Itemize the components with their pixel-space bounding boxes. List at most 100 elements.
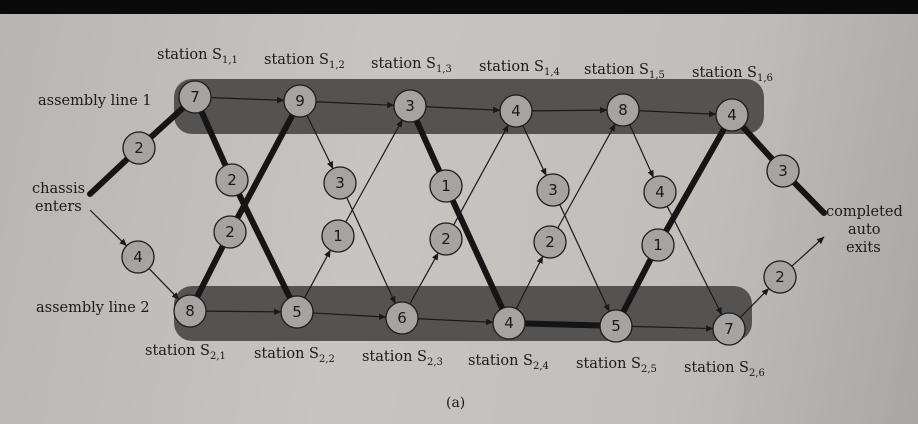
transfer-node-1-to-2-5-circle	[643, 175, 677, 209]
station-node-s1-6-value: 4	[727, 106, 737, 124]
transfer-1-to-2-in-4	[522, 125, 547, 176]
completed-auto-exits-label-3: exits	[846, 240, 881, 256]
transfer-1-to-2-out-1	[236, 191, 293, 301]
station-node-s2-4-value: 4	[504, 314, 514, 332]
station-node-s1-4: 4	[499, 94, 533, 128]
transfer-node-1-to-2-3-circle	[429, 169, 463, 203]
station-node-s2-1-value: 8	[185, 302, 195, 320]
entry-time-line-2: 4	[121, 240, 155, 274]
transfer-2-to-1-out-2	[345, 119, 403, 223]
station-node-s1-6: 4	[715, 98, 749, 132]
station-node-s2-6: 7	[712, 312, 746, 346]
transfer-node-2-to-1-5-circle	[641, 228, 675, 262]
transfer-node-1-to-2-4-circle	[536, 173, 570, 207]
line-2-edge-4	[521, 320, 604, 329]
transfer-node-1-to-2-2-value: 3	[335, 174, 345, 192]
chassis-enters-label-1: chassis	[32, 181, 85, 197]
station-node-s1-3-circle	[393, 89, 427, 123]
station-node-s1-3: 3	[393, 89, 427, 123]
line-1-edge-4	[531, 107, 608, 114]
assembly-line-1-label: assembly line 1	[38, 93, 152, 109]
station-node-s1-5: 8	[606, 93, 640, 127]
exit-time-line-1-circle	[766, 154, 800, 188]
exit-time-line-1-value: 3	[778, 162, 788, 180]
line-2-edge-1	[205, 308, 282, 315]
station-node-s1-1-value: 7	[190, 88, 200, 106]
station-node-s2-3-value: 6	[397, 309, 407, 327]
assembly-line-2-band	[174, 286, 752, 341]
station-label-s21: station S2,1	[145, 343, 226, 362]
transfer-1-to-2-in-2	[306, 115, 334, 170]
transfer-node-2-to-1-3: 2	[429, 222, 463, 256]
completed-auto-exits-label-1: completed	[826, 204, 903, 220]
transfer-node-1-to-2-2: 3	[323, 166, 357, 200]
transfer-node-2-to-1-4-circle	[533, 225, 567, 259]
station-node-s2-6-circle	[712, 312, 746, 346]
station-node-s2-3-circle	[385, 301, 419, 335]
exit-time-line-2-circle	[763, 260, 797, 294]
chassis-enters-label-2: enters	[35, 199, 82, 215]
line-2-edge-2	[312, 312, 387, 320]
transfer-2-to-1-out-5	[662, 125, 728, 235]
station-node-s2-5: 5	[599, 309, 633, 343]
line-1-edge-2	[315, 101, 395, 109]
transfer-2-to-1-out-3	[453, 124, 509, 226]
transfer-1-to-2-in-5	[629, 124, 654, 178]
transfer-node-1-to-2-1: 2	[215, 163, 249, 197]
transfer-1-to-2-in-3	[413, 117, 443, 175]
exit-time-line-2: 2	[763, 260, 797, 294]
top-black-bar	[0, 0, 918, 14]
exit-time-line-2-value: 2	[775, 268, 785, 286]
entry-time-line-1-circle	[122, 131, 156, 165]
station-node-s1-4-circle	[499, 94, 533, 128]
transfer-2-to-1-out-1	[234, 112, 296, 221]
transfer-node-1-to-2-4-value: 3	[548, 181, 558, 199]
transfer-node-2-to-1-2-circle	[321, 219, 355, 253]
station-node-s2-5-circle	[599, 309, 633, 343]
station-node-s2-5-value: 5	[611, 317, 621, 335]
line-1-edge-3	[425, 106, 501, 114]
transfer-node-1-to-2-2-circle	[323, 166, 357, 200]
transfer-node-2-to-1-3-value: 2	[441, 230, 451, 248]
transfer-node-2-to-1-1: 2	[213, 215, 247, 249]
transfer-node-2-to-1-4-value: 2	[545, 233, 555, 251]
entry-edge-line-1-station	[147, 104, 187, 141]
assembly-line-1-band	[174, 79, 764, 134]
entry-edge-line-2-station	[148, 268, 180, 300]
entry-edge-line-2	[89, 209, 127, 247]
transfer-1-to-2-out-4	[559, 204, 610, 312]
edges	[87, 96, 827, 332]
station-node-s2-2: 5	[280, 295, 314, 329]
entry-time-line-2-circle	[121, 240, 155, 274]
station-label-s25: station S2,5	[576, 356, 657, 375]
line-1-edge-1	[210, 96, 285, 104]
exit-edge-line-1	[739, 123, 776, 163]
station-label-s26: station S2,6	[684, 360, 765, 379]
transfer-node-2-to-1-2-value: 1	[333, 227, 343, 245]
station-label-s23: station S2,3	[362, 349, 443, 368]
transfer-1-to-2-out-5	[666, 206, 723, 316]
transfer-1-to-2-out-2	[346, 197, 396, 304]
station-node-s1-5-value: 8	[618, 101, 628, 119]
station-label-s12: station S1,2	[264, 52, 345, 71]
transfer-node-1-to-2-4: 3	[536, 173, 570, 207]
entry-time-line-1-value: 2	[134, 139, 144, 157]
entry-edge-line-1	[87, 155, 131, 197]
line-2-edge-3	[417, 318, 494, 326]
transfer-2-to-1-in-3	[409, 252, 439, 305]
station-node-s1-3-value: 3	[405, 97, 415, 115]
station-node-s1-1-circle	[178, 80, 212, 114]
transfer-node-2-to-1-4: 2	[533, 225, 567, 259]
station-node-s2-4: 4	[492, 306, 526, 340]
station-node-s2-1: 8	[173, 294, 207, 328]
transfer-2-to-1-in-4	[515, 255, 544, 309]
station-node-s1-2-value: 9	[295, 92, 305, 110]
figure-caption: (a)	[446, 395, 465, 411]
transfer-2-to-1-in-1	[194, 243, 226, 300]
assembly-line-2-label: assembly line 2	[36, 300, 150, 316]
transfer-node-1-to-2-5-value: 4	[655, 183, 665, 201]
station-label-s24: station S2,4	[468, 353, 549, 372]
